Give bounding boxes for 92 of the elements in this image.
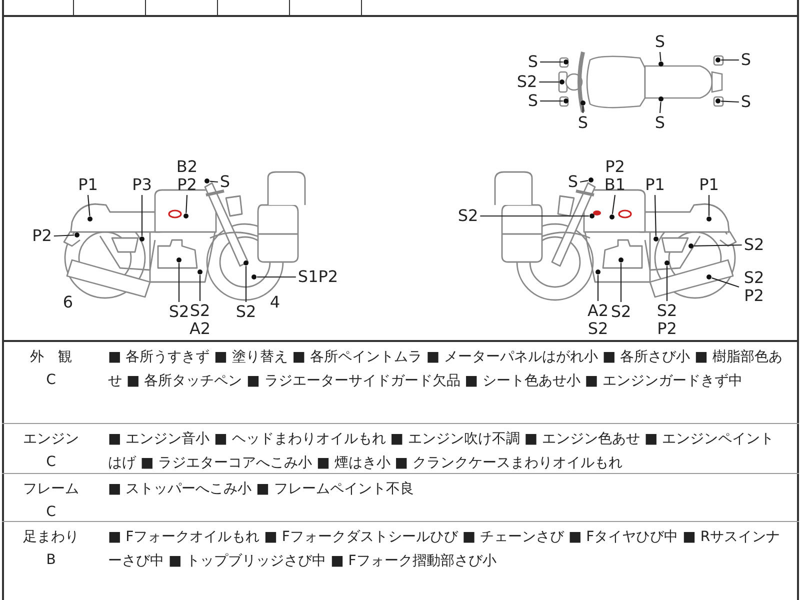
leader-line xyxy=(620,263,622,302)
leader-line xyxy=(210,180,218,183)
leader-line xyxy=(597,275,599,301)
callout-label: S2 xyxy=(744,236,764,254)
leader-line xyxy=(659,102,662,114)
callout-label: P3 xyxy=(132,176,152,194)
callout-label: S2 P2 xyxy=(741,269,767,305)
category-name: エンジン xyxy=(23,430,79,449)
grade-label: C xyxy=(46,503,56,522)
grade-label: B xyxy=(46,551,56,570)
callout-label: S2 xyxy=(516,73,538,91)
wheel-number: 6 xyxy=(62,292,74,312)
category-name: フレーム xyxy=(23,480,79,499)
callout-label: S xyxy=(578,114,588,132)
callout-label: A2 S2 xyxy=(585,302,611,338)
pointer-dot xyxy=(198,270,202,274)
pointer-dot xyxy=(176,258,182,262)
callout-label: S xyxy=(654,33,666,51)
wheel-number: 4 xyxy=(270,292,280,312)
leader-line xyxy=(654,194,656,236)
callout-label: S xyxy=(740,93,752,111)
pointer-dot xyxy=(716,58,720,62)
leader-line xyxy=(720,100,739,103)
pointer-dot xyxy=(706,274,712,280)
leader-line xyxy=(708,195,710,216)
callout-label: S xyxy=(528,53,538,71)
callout-label: P2 xyxy=(32,227,52,245)
leader-line xyxy=(580,180,588,183)
pointer-dot xyxy=(596,270,600,274)
callout-label: B2 P2 xyxy=(174,158,200,194)
pointer-dot xyxy=(252,274,256,280)
leader-line xyxy=(659,52,662,62)
grade-label: C xyxy=(46,371,56,390)
pointer-dot xyxy=(560,80,564,84)
pointer-dot xyxy=(706,216,712,222)
callout-label: P1 xyxy=(699,176,719,194)
callout-label: S1P2 xyxy=(298,268,338,286)
callout-label: S2 xyxy=(458,207,478,225)
pointer-dot xyxy=(140,236,144,242)
leader-line xyxy=(87,194,90,216)
category-name: 外 観 xyxy=(30,348,72,367)
leader-line xyxy=(480,215,589,217)
pointer-dot xyxy=(688,244,694,248)
remarks-text: ■ エンジン音小 ■ ヘッドまわりオイルもれ ■ エンジン吹け不調 ■ エンジン色あせ ■ エンジンペイントはげ ■ ラジエターコアへこみ小 ■ 煙はき小 ■ クランクケースまわりオイルもれ xyxy=(107,430,776,473)
leader-line xyxy=(186,194,188,214)
callout-label: S2 P2 xyxy=(654,302,680,338)
pointer-dot xyxy=(88,216,92,222)
leader-line xyxy=(666,266,668,301)
pointer-dot xyxy=(588,178,594,182)
pointer-dot xyxy=(580,100,586,106)
pointer-dot xyxy=(564,98,568,104)
category-name: 足まわり xyxy=(23,528,79,547)
pointer-dot xyxy=(658,96,664,102)
leader-line xyxy=(54,234,74,237)
pointer-dot xyxy=(564,60,568,64)
leader-line xyxy=(540,61,563,63)
pointer-dot xyxy=(244,260,248,266)
leader-line xyxy=(539,81,559,83)
pointer-dot xyxy=(74,232,80,238)
callout-label: S xyxy=(568,173,578,191)
callout-label: S2 xyxy=(236,303,256,321)
callout-label: S xyxy=(528,92,538,110)
leader-line xyxy=(141,195,143,236)
pointer-dot xyxy=(716,98,720,104)
remarks-text: ■ ストッパーへこみ小 ■ フレームペイント不良 xyxy=(107,480,415,499)
pointer-dot xyxy=(658,62,664,66)
callout-label: S xyxy=(220,173,230,191)
callout-label: S xyxy=(654,114,666,132)
remarks-text: ■ 各所うすきず ■ 塗り替え ■ 各所ペイントムラ ■ メーターパネルはがれ小 ■ 各所さび小 ■ 樹脂部色あせ ■ 各所タッチペン ■ ラジエーターサイドガード欠品 ■ シート色あせ小 ■ エンジンガードきず中 xyxy=(107,348,784,391)
pointer-dot xyxy=(204,178,210,184)
leader-line xyxy=(178,263,180,302)
callout-label: S2 xyxy=(168,303,190,321)
leader-line xyxy=(199,275,201,301)
leader-line xyxy=(582,106,584,113)
callout-label: S2 A2 xyxy=(187,302,213,338)
pointer-dot xyxy=(184,214,188,218)
leader-line xyxy=(540,100,563,102)
pointer-dot xyxy=(590,214,594,218)
remarks-text: ■ Fフォークオイルもれ ■ Fフォークダストシールひび ■ チェーンさび ■ Fタイヤひび中 ■ Rサスインナーさび中 ■ トップブリッジさび中 ■ Fフォーク摺動部さび小 xyxy=(107,528,782,571)
pointer-dot xyxy=(664,260,670,266)
pointer-dot xyxy=(654,236,658,242)
callout-label: P1 xyxy=(78,176,98,194)
pointer-dot xyxy=(618,258,624,262)
pointer-dot xyxy=(610,214,614,220)
callout-label: S xyxy=(740,51,752,69)
grade-label: C xyxy=(46,453,56,472)
leader-line xyxy=(721,59,739,61)
callout-label: P1 xyxy=(645,176,665,194)
leader-line xyxy=(612,194,616,214)
leader-line xyxy=(257,276,296,278)
callout-label: P2 B1 xyxy=(602,158,628,194)
callout-label: S2 xyxy=(610,303,632,321)
